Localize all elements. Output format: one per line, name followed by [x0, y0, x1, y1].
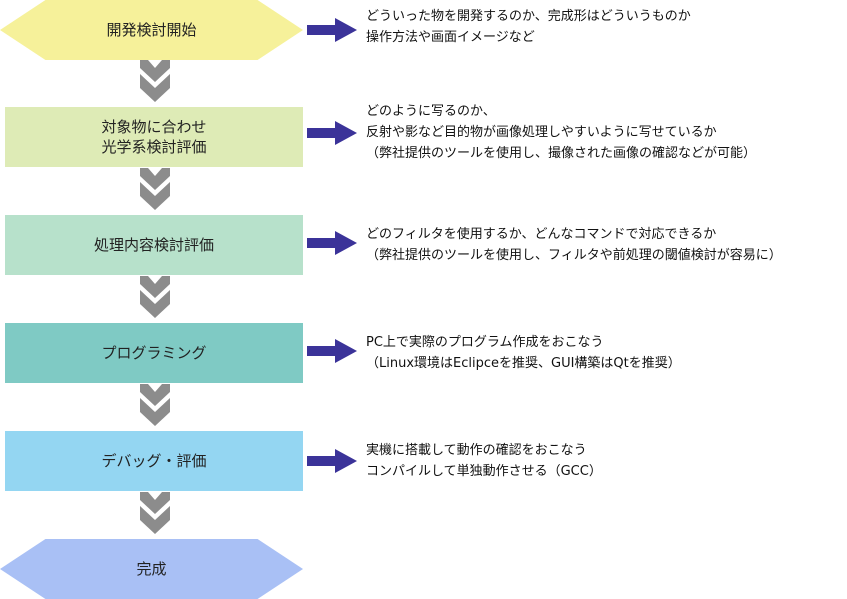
chevron-down-icon: [140, 168, 170, 210]
step-programming: プログラミング: [5, 323, 303, 383]
step-label: 対象物に合わせ 光学系検討評価: [101, 118, 207, 156]
step-debug-evaluation: デバッグ・評価: [5, 431, 303, 491]
step-description: PC上で実際のプログラム作成をおこなう （Linux環境はEclipceを推奨、…: [366, 332, 681, 374]
arrow-right-icon: [307, 339, 357, 363]
arrow-right-icon: [307, 18, 357, 42]
step-processing-evaluation: 処理内容検討評価: [5, 215, 303, 275]
step-description: どのように写るのか、 反射や影など目的物が画像処理しやすいように写せているか （…: [366, 101, 756, 164]
description-line: 反射や影など目的物が画像処理しやすいように写せているか: [366, 125, 717, 140]
chevron-down-icon: [140, 384, 170, 426]
description-line: どういった物を開発するのか、完成形はどういうものか: [366, 9, 691, 24]
step-label: 処理内容検討評価: [93, 236, 214, 254]
step-description: どのフィルタを使用するか、どんなコマンドで対応できるか （弊社提供のツールを使用…: [366, 224, 782, 266]
arrow-right-icon: [307, 231, 357, 255]
chevron-down-icon: [140, 60, 170, 102]
step-label: 開発検討開始: [106, 21, 197, 39]
description-line: （Linux環境はEclipceを推奨、GUI構築はQtを推奨）: [366, 356, 681, 371]
arrow-right-icon: [307, 449, 357, 473]
description-line: PC上で実際のプログラム作成をおこなう: [366, 335, 604, 350]
step-label: 完成: [136, 560, 167, 578]
step-description: どういった物を開発するのか、完成形はどういうものか 操作方法や画面イメージなど: [366, 6, 691, 48]
description-line: どのフィルタを使用するか、どんなコマンドで対応できるか: [366, 227, 717, 242]
description-line: 操作方法や画面イメージなど: [366, 30, 535, 45]
step-description: 実機に搭載して動作の確認をおこなう コンパイルして単独動作させる（GCC）: [366, 440, 602, 482]
description-line: （弊社提供のツールを使用し、撮像された画像の確認などが可能）: [366, 146, 757, 161]
arrow-right-icon: [307, 121, 357, 145]
step-label: プログラミング: [101, 344, 207, 362]
description-line: （弊社提供のツールを使用し、フィルタや前処理の閾値検討が容易に）: [366, 248, 782, 263]
description-line: コンパイルして単独動作させる（GCC）: [366, 464, 602, 479]
chevron-down-icon: [140, 276, 170, 318]
description-line: 実機に搭載して動作の確認をおこなう: [366, 443, 587, 458]
step-start: 開発検討開始: [0, 0, 303, 60]
chevron-down-icon: [140, 492, 170, 534]
step-complete: 完成: [0, 539, 303, 599]
description-line: どのように写るのか、: [366, 104, 496, 119]
step-optics-evaluation: 対象物に合わせ 光学系検討評価: [5, 107, 303, 167]
step-label: デバッグ・評価: [101, 452, 207, 470]
